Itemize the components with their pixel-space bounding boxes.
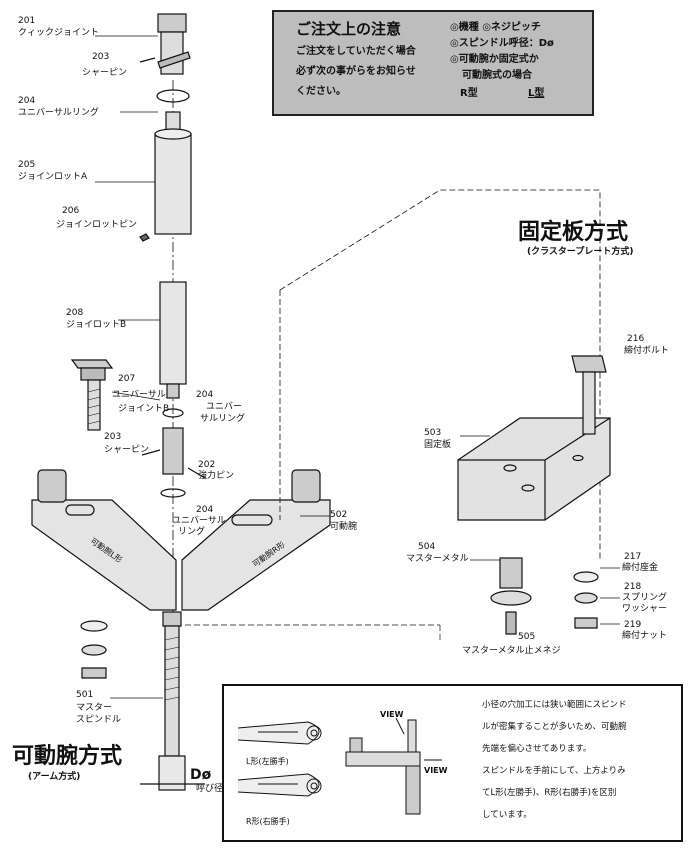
part-name: ユニバー [206,402,243,412]
notice-item: ◎可動腕か固定式か [450,54,539,65]
part-number: 504 [418,542,436,552]
part-name: シャーピン [82,68,128,78]
view-text-line: ルが密集することが多いため、可動腕 [482,722,627,732]
dimension-symbol: Dø [190,767,212,783]
notice-title: ご注文上の注意 [296,20,402,38]
part-number: 203 [92,52,110,62]
part-name: シャーピン [104,445,150,455]
notice-item: ◎機種 ◎ネジピッチ [450,22,541,33]
order-notice-box: ご注文上の注意 ご注文をしていただく場合 必ず次の事がらをお知らせ ください。 … [272,10,594,116]
fixed-plate-title: 固定板方式 [518,220,629,245]
part-number: 217 [624,552,642,562]
view-text-line: 小径の穴加工には狭い範囲にスピンド [482,700,627,710]
part-name: ワッシャー [622,604,668,614]
view-text-line: てL形(左勝手)、R形(右勝手)を区別 [482,788,617,798]
part-number: 208 [66,308,84,318]
part-number: 505 [518,632,536,642]
joint-rod-a-part [139,111,192,242]
quick-joint-part [139,13,191,103]
notice-item: 可動腕式の場合 [462,70,532,81]
fixed-bolt-part [571,355,607,435]
part-name: 締付ボルト [624,346,670,356]
part-name: クィックジョイント [18,28,100,38]
part-number: 206 [62,206,80,216]
notice-l-type: L型 [528,88,545,99]
notice-body-line: ください。 [296,86,346,97]
part-number: 216 [627,334,645,344]
movable-arm-left [31,469,177,611]
part-name: マスターメタル止メネジ [462,646,561,656]
left-bolt-part [70,359,114,431]
arm-title: 可動腕方式 [12,744,123,769]
view-text-line: スピンドルを手前にして、上方よりみ [482,766,626,776]
joint-rod-b-part [141,281,206,498]
movable-arm-right [181,469,331,611]
part-name: スピンドル [76,715,122,725]
notice-body-line: ご注文をしていただく場合 [296,46,416,57]
master-metal-part [490,557,532,635]
part-name: 強力ピン [198,471,235,481]
part-number: 204 [196,390,214,400]
part-name: スプリング [622,593,668,603]
view-explanation-panel: L形(左勝手) R形(右勝手) VIEW VIEW 小径の穴加工には狭い範囲にス… [222,684,683,842]
part-name: 締付ナット [622,631,668,641]
fixed-plate-part [457,417,611,521]
part-name: ユニバーサル [172,516,226,526]
part-number: 205 [18,160,36,170]
notice-r-type: R型 [460,88,478,99]
part-number: 203 [104,432,122,442]
dimension-caption: 呼び径 [196,784,224,794]
master-spindle-part [140,611,205,791]
part-number: 219 [624,620,642,630]
arm-subtitle: (アーム方式) [28,772,81,782]
view-text-line: 先端を偏心させてあります。 [482,744,592,754]
fixed-plate-subtitle: (クラスタープレート方式) [527,247,634,257]
washers-left [80,620,108,679]
part-number: 502 [330,510,348,520]
part-name: 可動腕 [330,522,358,532]
part-number: 503 [424,428,442,438]
part-name: リング [178,527,206,537]
view-l-label: L形(左勝手) [246,757,289,766]
part-number: 207 [118,374,136,384]
leader-lines [95,35,620,699]
notice-body-line: 必ず次の事がらをお知らせ [296,66,416,77]
part-number: 202 [198,460,216,470]
part-name: ユニバーサルリング [18,108,99,118]
part-name: ジョインロットピン [56,220,138,230]
part-number: 218 [624,582,642,592]
view-sketch [237,717,442,815]
view-arrow-label-top: VIEW [380,710,404,719]
part-number: 201 [18,16,36,26]
part-name: 固定板 [424,440,452,450]
part-name: マスターメタル [406,554,469,564]
washers-right [573,571,599,629]
part-name: ジョイロットB [66,320,127,330]
part-name: 締付座金 [622,563,659,573]
view-r-label: R形(右勝手) [246,817,290,826]
view-arrow-label-side: VIEW [424,766,448,775]
part-name: ユニバーサル [112,390,166,400]
view-text-line: しています。 [482,810,532,820]
notice-item: ◎スピンドル呼径：Dø [450,38,554,49]
part-number: 501 [76,690,94,700]
part-number: 204 [18,96,36,106]
part-name: マスター [76,703,113,713]
part-name: サルリング [200,414,246,424]
part-name: ジョインロットA [18,172,88,182]
part-name: ジョイントB [118,404,170,414]
part-number: 204 [196,505,214,515]
